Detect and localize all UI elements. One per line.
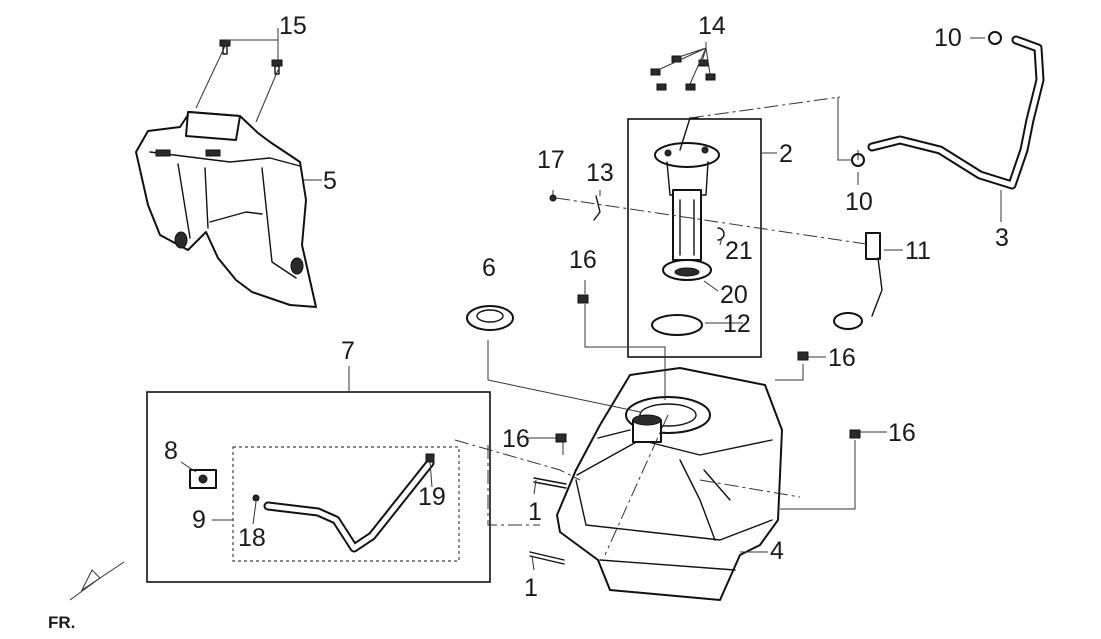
fuel-pump-group-frame	[627, 118, 762, 358]
alignment-lines	[454, 96, 867, 556]
callout-1-upper: 1	[528, 498, 542, 526]
clip-13-part	[593, 195, 601, 221]
grommet-16-right	[849, 429, 861, 439]
callout-12: 12	[723, 310, 751, 338]
hose-subgroup-frame	[232, 446, 460, 562]
callout-3: 3	[995, 224, 1009, 252]
callout-4: 4	[770, 537, 784, 565]
callout-1-lower: 1	[524, 574, 538, 602]
callout-10-upper: 10	[934, 24, 962, 52]
front-direction-label: FR.	[48, 613, 75, 632]
callout-16-left: 16	[502, 425, 530, 453]
leader-lines	[180, 28, 1002, 571]
clamp-19-part	[425, 453, 435, 463]
clip-21-part	[717, 227, 725, 241]
grommet-16-right-upper	[797, 351, 809, 361]
callout-5: 5	[323, 167, 337, 195]
screw-14-cluster	[650, 55, 716, 91]
callout-21: 21	[725, 237, 753, 265]
callout-9: 9	[192, 506, 206, 534]
callout-15: 15	[279, 12, 307, 40]
vent-hose-part	[263, 458, 435, 553]
callout-18: 18	[238, 524, 266, 552]
bolt-17-part	[549, 194, 557, 202]
callout-14: 14	[698, 12, 726, 40]
grommet-16-left	[555, 433, 567, 443]
callout-16-top: 16	[569, 246, 597, 274]
o-ring-part	[651, 314, 703, 336]
screw-15-b	[271, 59, 283, 75]
fuel-pump-part	[654, 117, 720, 281]
callout-7: 7	[341, 337, 355, 365]
grommet-16-top	[577, 294, 589, 304]
clamp-18-part	[252, 494, 260, 502]
callout-8: 8	[164, 437, 178, 465]
bolt-1-upper	[533, 477, 567, 489]
fuel-hose-part	[867, 35, 1045, 190]
fuel-level-sensor-part	[833, 232, 883, 330]
callout-2: 2	[779, 140, 793, 168]
callout-19: 19	[418, 483, 446, 511]
tank-seal-part	[466, 305, 514, 331]
clamp-10-upper	[988, 31, 1002, 45]
callout-13: 13	[586, 159, 614, 187]
callout-6: 6	[482, 254, 496, 282]
tank-cover-part	[135, 111, 317, 308]
callout-20: 20	[720, 281, 748, 309]
callout-10-lower: 10	[845, 188, 873, 216]
hose-kit-group-frame	[146, 391, 491, 583]
fuel-tank-part	[556, 367, 783, 601]
callout-17: 17	[537, 146, 565, 174]
fitting-8-part	[189, 469, 217, 489]
callout-16-right-upper: 16	[828, 344, 856, 372]
front-direction-arrow-icon	[69, 561, 125, 601]
bolt-1-lower	[529, 551, 565, 565]
callout-11: 11	[905, 237, 931, 265]
callout-16-right: 16	[888, 419, 916, 447]
